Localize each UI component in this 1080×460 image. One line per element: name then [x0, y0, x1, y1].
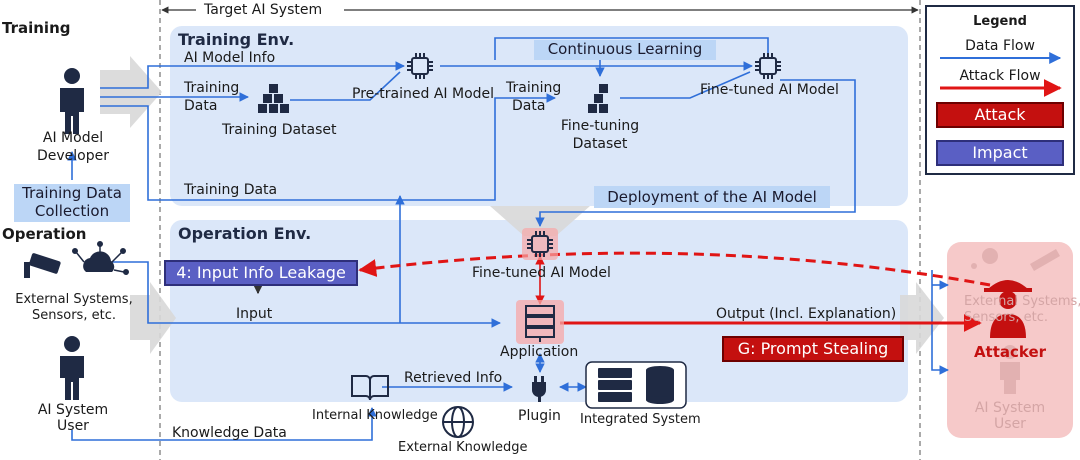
deployment-pill: Deployment of the AI Model — [594, 186, 830, 208]
legend-title: Legend — [973, 14, 1027, 29]
legend-attack-flow-label: Attack Flow — [959, 68, 1041, 84]
faded-user-icon — [1000, 345, 1020, 394]
input-label: Input — [236, 306, 273, 322]
finetuning-dataset-label-2: Dataset — [572, 136, 628, 152]
training-data-label-2a: Training — [506, 80, 562, 96]
external-systems-label-1: External Systems, — [15, 292, 133, 307]
output-label: Output (Incl. Explanation) — [716, 306, 897, 322]
training-data-label-1a: Training — [184, 80, 240, 96]
section-operation: Operation — [2, 225, 87, 243]
ai-model-info-label: AI Model Info — [184, 50, 276, 66]
user-label-2: User — [57, 418, 89, 434]
input-info-leakage-impact: 4: Input Info Leakage — [164, 260, 358, 286]
target-system-label: Target AI System — [204, 2, 323, 18]
training-data-label-2b: Data — [512, 98, 546, 114]
training-env-title: Training Env. — [178, 30, 295, 49]
faded-network-icon — [971, 248, 1060, 271]
faded-user-label-2: User — [994, 416, 1026, 432]
legend-attack-box: Attack — [936, 102, 1064, 128]
attack-leakage-arc — [358, 251, 991, 287]
faded-user-label-1: AI System — [974, 400, 1046, 416]
book-icon — [351, 375, 389, 401]
integrated-system-label: Integrated System — [580, 412, 701, 427]
globe-icon — [442, 406, 474, 438]
knowledge-data-label: Knowledge Data — [172, 425, 287, 441]
pretrained-chip-icon — [407, 53, 433, 79]
attacker-label: Attacker — [973, 343, 1047, 361]
developer-label-2: Developer — [36, 148, 109, 164]
training-dataset-label: Training Dataset — [222, 122, 337, 138]
application-server-icon — [516, 300, 564, 344]
database-icon — [646, 366, 674, 404]
legend-data-flow-label: Data Flow — [965, 38, 1035, 54]
training-env-panel — [170, 26, 908, 206]
retrieved-info-label: Retrieved Info — [404, 370, 503, 386]
plugin-icon — [532, 376, 546, 402]
cloud-network-icon — [72, 241, 129, 275]
faded-external-label-1: External Systems, — [964, 294, 1080, 309]
operation-env-title: Operation Env. — [178, 224, 312, 243]
finetuning-dataset-icon — [588, 84, 608, 113]
attacker-zone — [947, 242, 1073, 438]
developer-label-1: AI Model — [42, 130, 104, 146]
finetuned-op-label: Fine-tuned AI Model — [472, 265, 611, 281]
target-label-bg — [196, 1, 344, 19]
plugin-label: Plugin — [518, 408, 561, 424]
prompt-stealing-attack: G: Prompt Stealing — [722, 336, 904, 362]
training-data-collection-line-1: Training Data — [22, 184, 122, 202]
training-data-collection-line-2: Collection — [34, 202, 110, 220]
faded-external-label-2: Sensors, etc. — [964, 310, 1048, 325]
server-rack-icon — [598, 368, 632, 402]
training-data-collection-pill: Training Data Collection — [14, 184, 130, 222]
op-model-chip-icon — [522, 228, 558, 260]
training-dataset-icon — [258, 84, 289, 113]
attacker-icon — [984, 280, 1032, 338]
external-knowledge-label: External Knowledge — [398, 440, 528, 455]
internal-knowledge-label: Internal Knowledge — [312, 408, 438, 423]
user-person-icon — [60, 336, 84, 400]
developer-person-icon — [60, 68, 84, 134]
finetuned-top-label: Fine-tuned AI Model — [700, 82, 839, 98]
section-training: Training — [2, 19, 71, 37]
pretrained-model-label: Pre-trained AI Model — [352, 86, 495, 102]
application-label: Application — [500, 344, 579, 360]
finetuning-dataset-label-1: Fine-tuning — [560, 118, 640, 134]
external-systems-label-2: Sensors, etc. — [32, 308, 116, 323]
training-data-long-label: Training Data — [184, 182, 278, 198]
training-data-label-1b: Data — [184, 98, 218, 114]
finetuned-chip-icon — [755, 53, 781, 79]
user-label-1: AI System — [37, 402, 109, 418]
continuous-learning-pill: Continuous Learning — [534, 40, 716, 60]
legend-impact-box: Impact — [936, 140, 1064, 166]
camera-icon — [24, 253, 61, 278]
